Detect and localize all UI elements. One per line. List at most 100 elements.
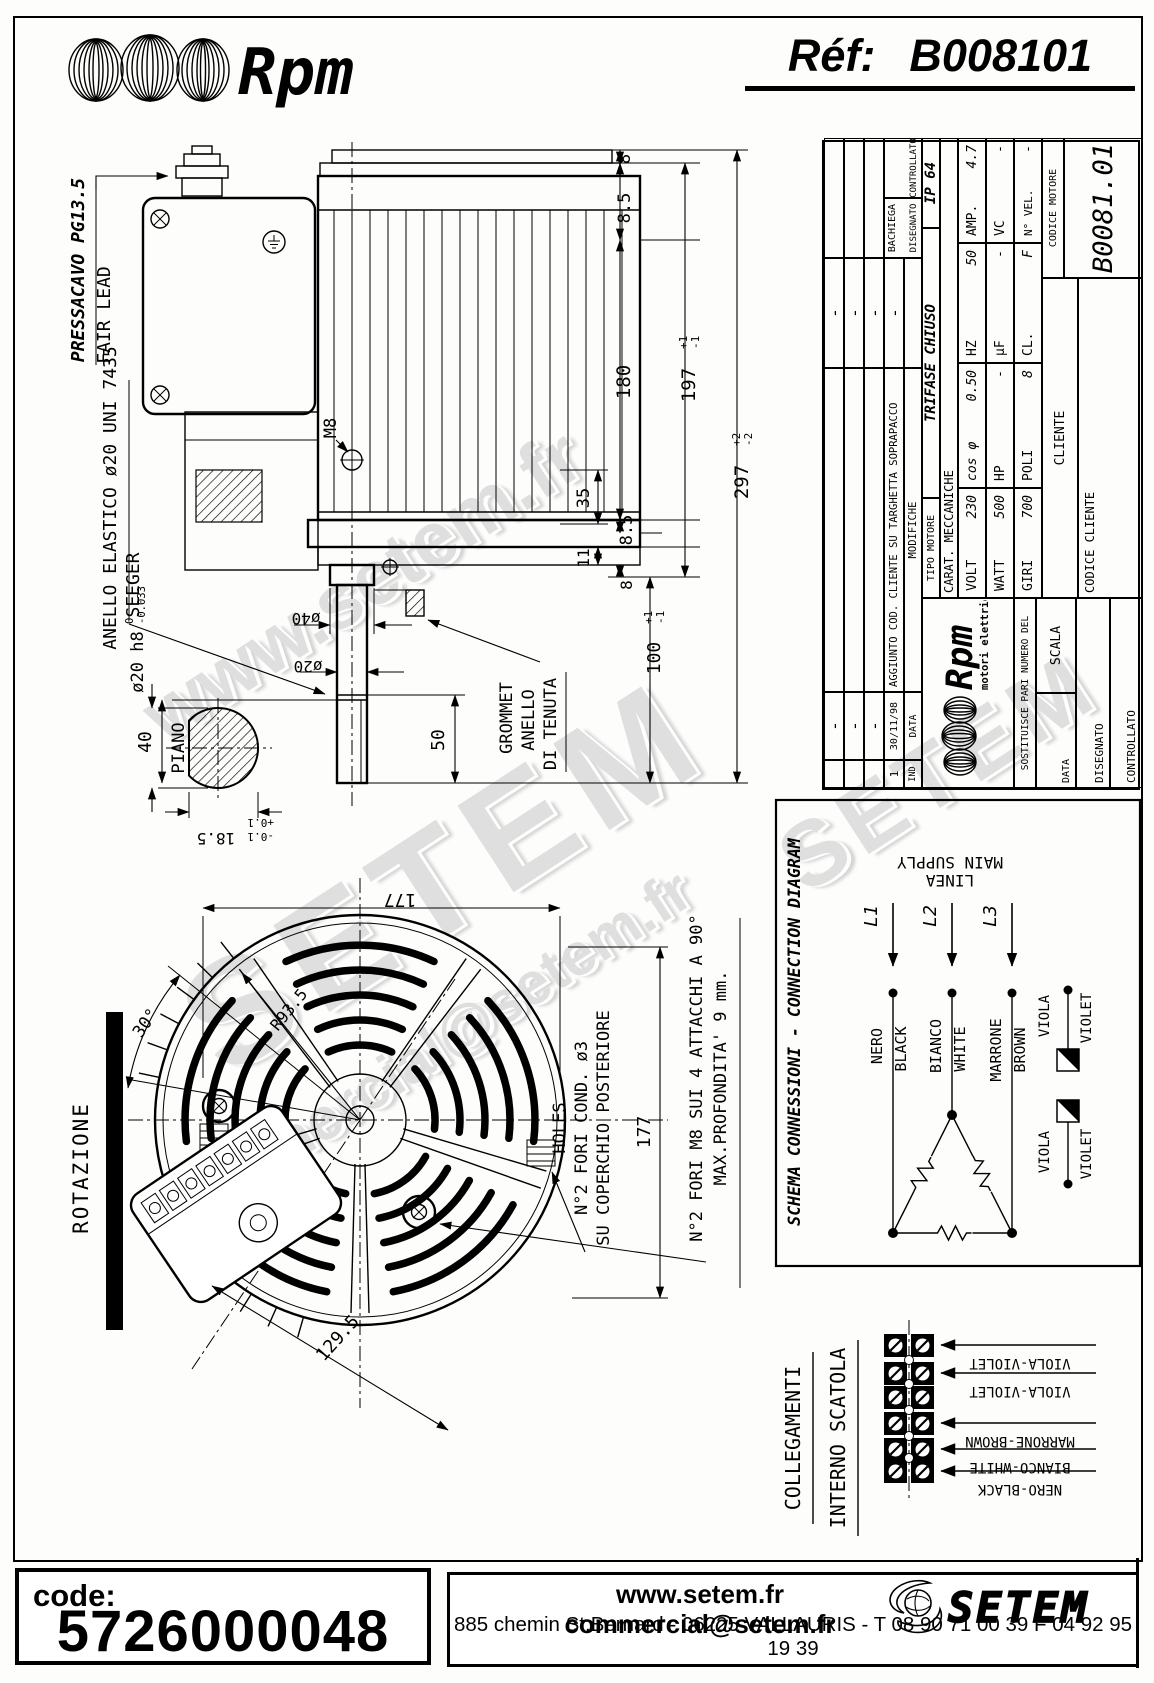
collegamenti-title: COLLEGAMENTI (781, 1366, 805, 1511)
nvel-value: - (1020, 145, 1036, 153)
footer-address: 885 chemin St.Bernard - 06225 VALLAURIS … (453, 1613, 1133, 1660)
phase-wires (892, 993, 1013, 1233)
viola-label-1: VIOLA (1037, 994, 1053, 1037)
uf-label: µF (992, 340, 1008, 356)
rev-row2-sig: - (844, 258, 864, 368)
holes-note-2: N°2 FORI COND. ø3 (572, 1041, 592, 1215)
collegamenti-section: COLLEGAMENTI INTERNO SCATOLA (781, 1320, 1096, 1536)
dim-177-top: 177 (384, 889, 417, 910)
linea-label: LINEA (926, 871, 975, 890)
seeger-label: SEEGER (123, 552, 144, 617)
wire-label-2: VIOLA-VIOLET (969, 1383, 1071, 1399)
sheet-border (13, 16, 1143, 1562)
cover-screw-left (201, 1088, 237, 1124)
dim-8-top: 8 (615, 154, 635, 164)
hz-label: HZ (964, 340, 980, 356)
wire-label-5: NERO-BLACK (977, 1481, 1062, 1497)
code-value: 5726000048 (56, 1599, 390, 1664)
setem-swoosh-icon (889, 1579, 943, 1634)
dim-100-tol-minus: -1 (654, 611, 667, 624)
dim-8-5-top: 8.5 (615, 193, 635, 224)
cliente-label: CLIENTE (1042, 278, 1078, 598)
hz-value: 50 (964, 250, 980, 266)
amp-value: 4.7 (964, 145, 980, 169)
cable-gland (175, 145, 229, 197)
code-box: code: 5726000048 (15, 1568, 431, 1665)
rev-row4-ind: 1 (884, 760, 904, 788)
rpm-logo-text: Rpm (238, 36, 354, 110)
nvel-label: N° VEL. (1021, 189, 1035, 236)
rev-row1-sig: - (824, 258, 844, 368)
dim-r93-5: R93.5 (266, 985, 311, 1034)
shaft (328, 563, 425, 785)
title-block-coils-icon (941, 696, 977, 776)
supply-arrows (887, 903, 1018, 967)
delta-winding (892, 1114, 1013, 1242)
brown-label: BROWN (1011, 1027, 1029, 1072)
grommet-label-2: ANELLO (519, 689, 539, 750)
nero-label: NERO (868, 1028, 886, 1064)
holes-note-1: HOLES (550, 1102, 570, 1153)
ground-icon (262, 230, 286, 254)
holes-note-3: SU COPERCHIO POSTERIORE (594, 1010, 614, 1245)
dim-177-right: 177 (634, 1116, 655, 1149)
protector-lead-1 (1056, 985, 1080, 1072)
hp-value: - (992, 370, 1008, 378)
marrone-label: MARRONE (987, 1018, 1005, 1081)
dim-50: 50 (428, 729, 449, 751)
dim-197-tol-plus: +1 (677, 336, 690, 349)
motor-side-view: PRESSACAVO PG13.5 FAIR LEAD ANELLO ELAST… (68, 142, 755, 806)
disegnato-label: DISEGNATO (909, 203, 919, 253)
controllato-label: CONTROLLATO (909, 138, 919, 198)
connection-diagram: SCHEMA CONNESSIONI - CONNECTION DIAGRAM … (774, 798, 1142, 1268)
fair-lead-label: FAIR LEAD (94, 266, 115, 364)
codice-cliente-label: CODICE CLIENTE (1078, 278, 1142, 598)
uf-value: - (992, 250, 1008, 258)
sostituisce-label: SOSTITUISCE PARI NUMERO DEL (1014, 598, 1036, 788)
rpm-logo: Rpm (68, 34, 354, 110)
amp-label: AMP. (964, 204, 980, 236)
rev-row3-desc (864, 368, 884, 692)
viola-label-2: VIOLA (1037, 1130, 1053, 1173)
dim-100-tol-plus: +1 (642, 611, 655, 624)
fan-cover-view: 177 177 R93.5 30° 129.5 HOLES N°2 FORI C… (69, 878, 741, 1431)
dim-100: 100 (644, 642, 665, 675)
title-block-brand-sub: motori elettrici (979, 600, 991, 690)
black-label: BLACK (892, 1026, 910, 1071)
ip-rating: IP 64 (922, 138, 940, 228)
dim-30deg: 30° (129, 1005, 163, 1042)
dim-297-tol-plus: +2 (730, 433, 743, 446)
vc-label: VC (992, 220, 1008, 236)
pressacavo-label: PRESSACAVO PG13.5 (68, 178, 89, 362)
rev-row1-date: - (824, 692, 844, 760)
main-supply-label: MAIN SUPPLY (897, 853, 1003, 872)
dim-dia20: ø20 (294, 657, 323, 676)
rev-row4-date: 30/11/98 (884, 692, 904, 760)
motor-body (184, 149, 642, 576)
l1-label: L1 (861, 905, 882, 927)
l2-label: L2 (920, 905, 941, 927)
cover-screw-bottom (401, 1194, 437, 1230)
grommet-label-1: GROMMET (497, 682, 517, 754)
rev-row3-sig: - (864, 258, 884, 368)
rev-row4-desc: AGGIUNTO COD. CLIENTE SU TARGHETTA SOPRA… (884, 368, 904, 692)
watt-label: WATT (992, 559, 1008, 591)
reference-number: Réf: B008101 (745, 30, 1135, 91)
title-block-logo: Rpm motori elettrici (940, 600, 991, 776)
rev-row3-date: - (864, 692, 884, 760)
carat-label: CARAT. MECCANICHE (940, 138, 958, 598)
volt-label: VOLT (964, 559, 980, 591)
schema-title: SCHEMA CONNESSIONI - CONNECTION DIAGRAM (785, 837, 804, 1225)
detail-dia-label: ø20 h8 (128, 631, 148, 692)
disegnato2-label: DISEGNATO (1076, 598, 1110, 788)
rotazione-arrow-bar (106, 1012, 123, 1330)
ref-label: Réf: (787, 30, 876, 81)
detail-flat-tol-plus: +0.1 (248, 816, 275, 829)
dimension-lines (157, 149, 742, 784)
wire-label-4: BIANCO-WHITE (969, 1459, 1070, 1475)
violet-label-1: VIOLET (1079, 992, 1095, 1043)
dim-8-5-mid: 8.5 (617, 515, 637, 546)
code-label: code: (33, 1578, 116, 1613)
footer-email: commercial@setem.fr (564, 1609, 836, 1639)
